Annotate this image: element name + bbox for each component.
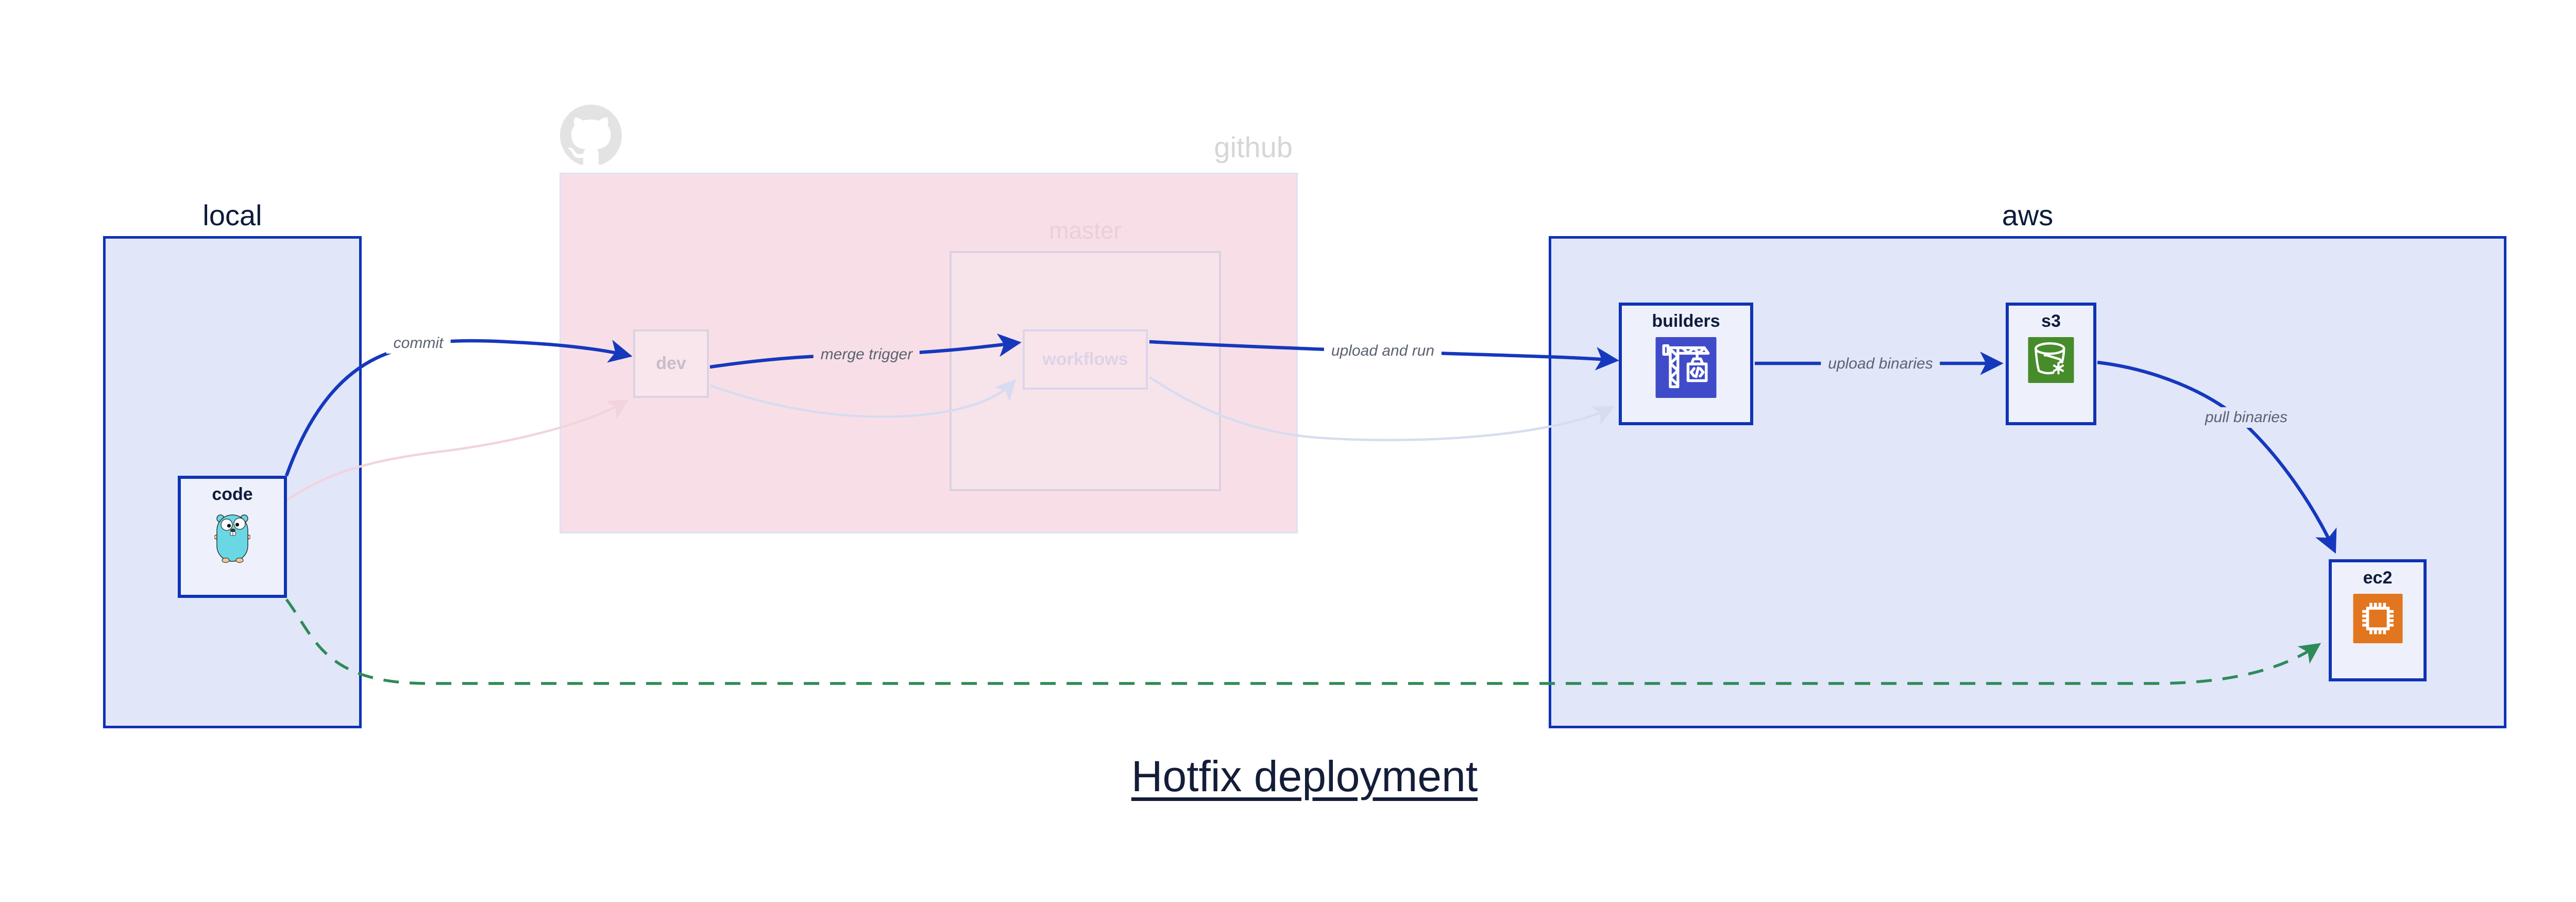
group-label-github: github — [1214, 131, 1293, 163]
edge-label-commit: commit — [386, 333, 451, 354]
s3-bucket-icon — [2028, 337, 2074, 383]
node-workflows-label: workflows — [1042, 349, 1128, 370]
ec2-chip-icon — [2353, 593, 2402, 643]
edge-label-upload-binaries: upload binaries — [1821, 354, 1940, 374]
edge-label-merge-trigger: merge trigger — [813, 344, 920, 365]
node-s3: s3 — [2006, 303, 2096, 425]
diagram-title: Hotfix deployment — [1131, 752, 1478, 800]
github-octocat-icon — [560, 105, 622, 165]
node-ec2: ec2 — [2329, 559, 2427, 681]
group-label-local: local — [202, 199, 262, 231]
node-builders-label: builders — [1652, 311, 1720, 331]
node-s3-label: s3 — [2041, 311, 2061, 331]
node-dev-label: dev — [656, 354, 686, 374]
go-gopher-icon — [214, 514, 250, 563]
edge-label-pull-binaries: pull binaries — [2197, 407, 2295, 428]
node-dev: dev — [633, 329, 709, 398]
node-code-label: code — [212, 485, 253, 504]
edge-label-upload-and-run: upload and run — [1324, 341, 1442, 361]
node-ec2-label: ec2 — [2363, 568, 2393, 588]
codebuild-crane-icon — [1655, 337, 1717, 398]
node-builders: builders — [1619, 303, 1753, 425]
node-workflows: workflows — [1023, 329, 1148, 390]
group-label-aws: aws — [2002, 199, 2054, 231]
group-label-master: master — [1049, 217, 1122, 244]
node-code: code — [178, 476, 287, 598]
